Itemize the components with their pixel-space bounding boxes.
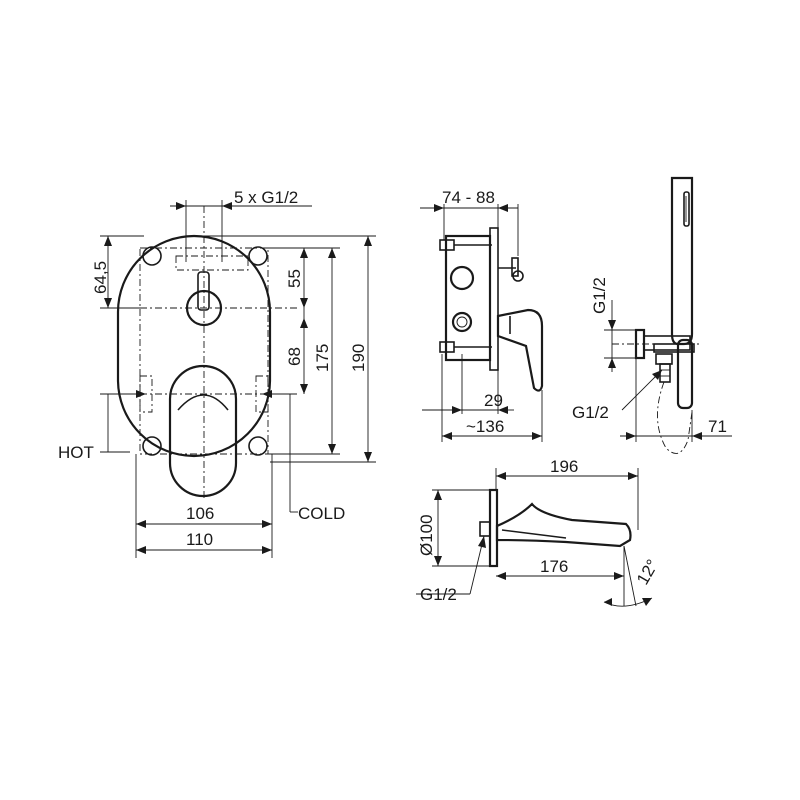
dim-64-5: 64,5 (91, 261, 110, 294)
diverter-stem (197, 271, 210, 311)
port-circle (451, 311, 473, 333)
dim-55: 55 (285, 269, 304, 288)
mounting-lug (248, 436, 268, 456)
inlet-block (175, 255, 249, 271)
front-view (110, 206, 298, 500)
dim-175: 175 (313, 344, 332, 372)
angle-12: 12° (633, 556, 662, 588)
dim-71: 71 (708, 417, 727, 436)
mixer-lever (168, 364, 238, 498)
dim-176: 176 (540, 557, 568, 576)
dim-d100: Ø100 (417, 514, 436, 556)
dim-136: ~136 (466, 417, 504, 436)
dim-196: 196 (550, 457, 578, 476)
dim-110: 110 (186, 530, 213, 549)
dim-74-88: 74 - 88 (442, 188, 495, 207)
mounting-lug (142, 246, 162, 266)
port-circle (449, 265, 475, 291)
front-dimensions: 5 x G1/2 64,5 55 68 175 190 (58, 188, 376, 558)
hot-label: HOT (58, 443, 94, 462)
cold-label: COLD (298, 504, 345, 523)
side-lever (496, 308, 544, 392)
spout-view: 196 Ø100 176 G1/2 12° (416, 457, 662, 607)
dim-190: 190 (349, 344, 368, 372)
hand-shower-view: G1/2 G1/2 71 (572, 176, 732, 454)
dim-29: 29 (484, 391, 503, 410)
spout (495, 502, 632, 548)
inlets-label: 5 x G1/2 (234, 188, 298, 207)
cover-plate-outline (116, 234, 272, 458)
side-view: 74 - 88 29 ~136 (420, 188, 544, 442)
mounting-lug (142, 436, 162, 456)
mounting-lug (248, 246, 268, 266)
holder-body (676, 338, 694, 410)
g12-hose-vertical: G1/2 (590, 277, 609, 314)
dim-68: 68 (285, 347, 304, 366)
dim-106: 106 (186, 504, 214, 523)
g12-hose-label: G1/2 (572, 403, 609, 422)
g12-spout-label: G1/2 (420, 585, 457, 604)
